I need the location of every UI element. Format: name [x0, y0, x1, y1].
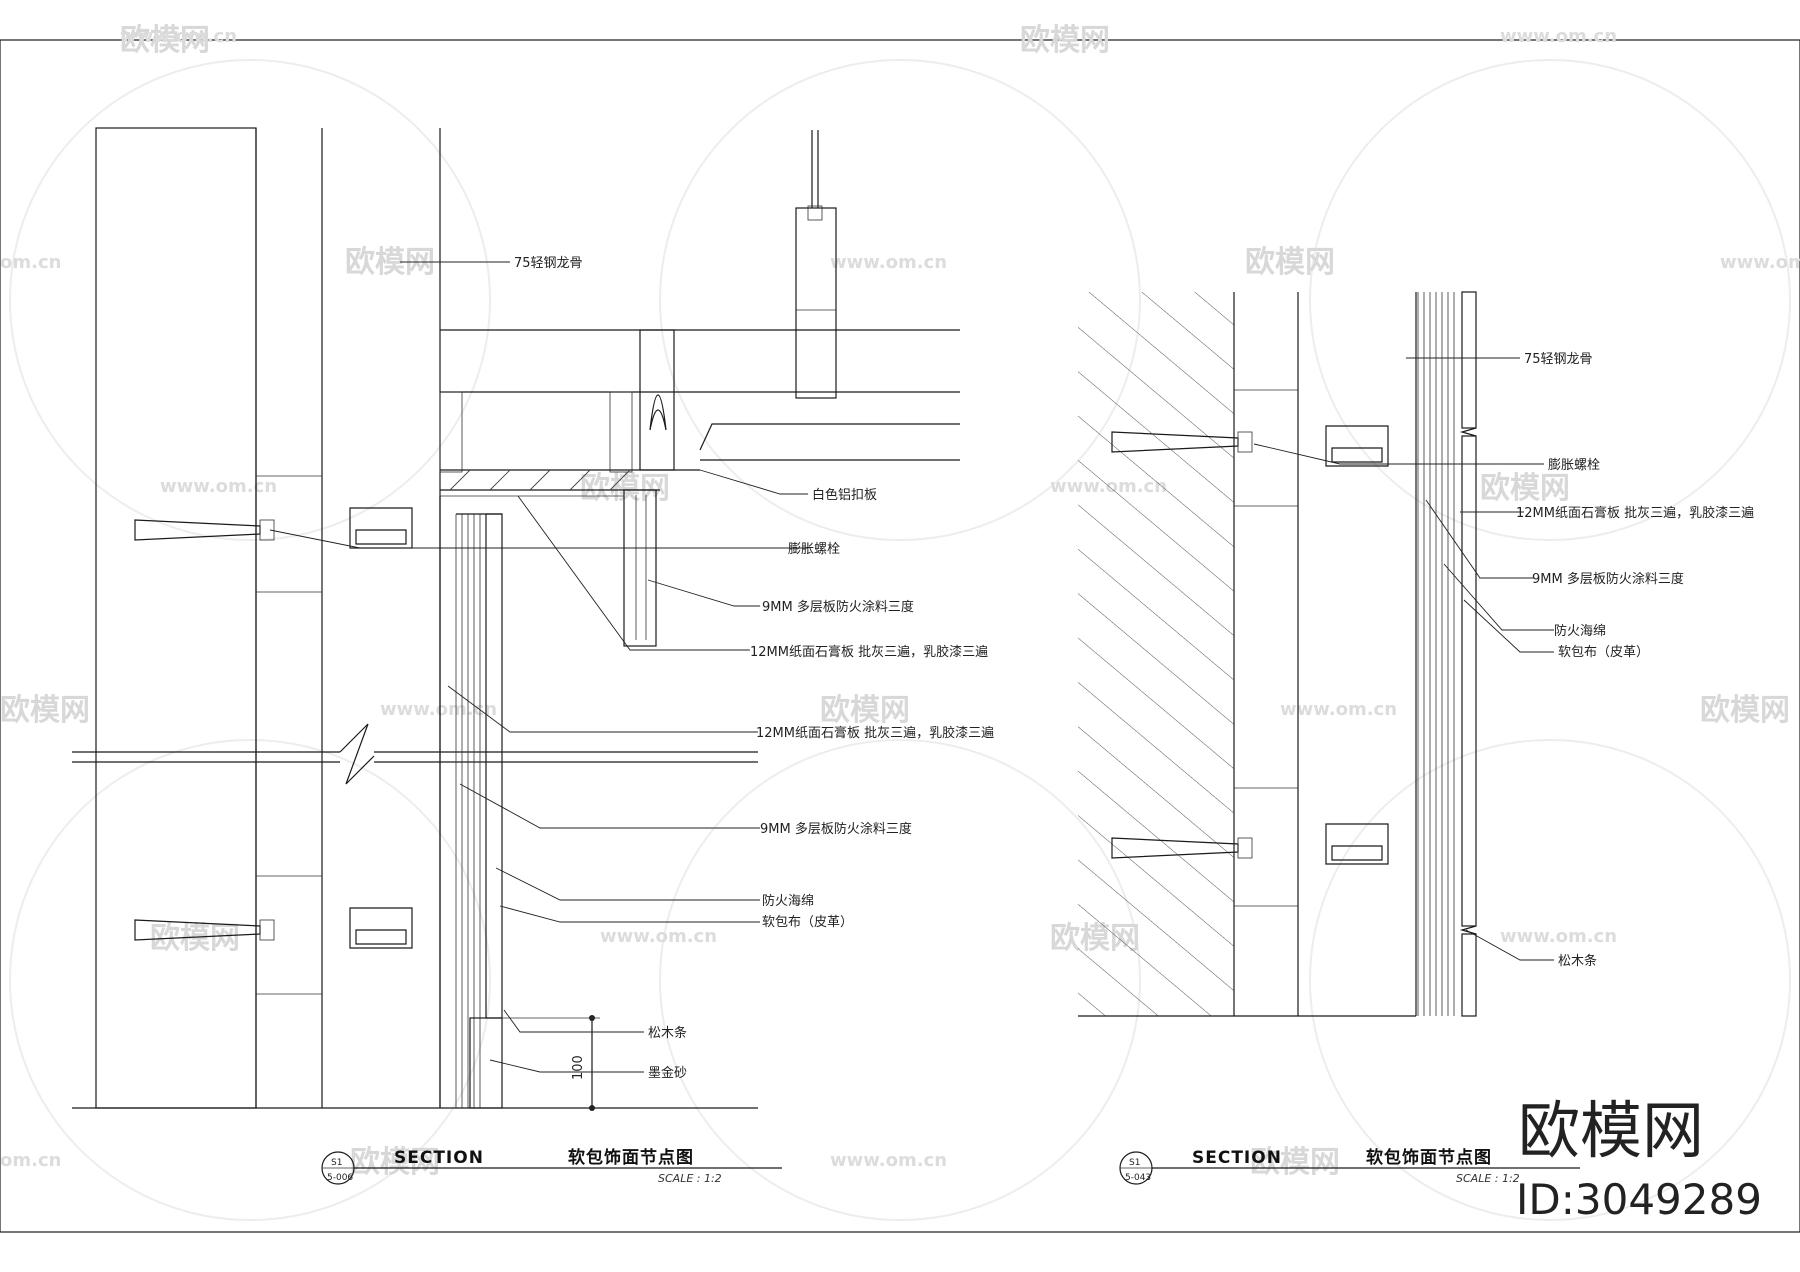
- left-label-gyp-top: 12MM纸面石膏板 批灰三遍，乳胶漆三遍: [750, 644, 988, 660]
- right-title-cn: 软包饰面节点图: [1366, 1147, 1492, 1168]
- watermark-url-2: www.om.cn: [120, 26, 237, 47]
- left-label-cloth: 软包布（皮革）: [762, 915, 853, 930]
- left-bracket-bottom: [349, 907, 413, 949]
- watermark-logo-2: 欧模网: [1020, 23, 1110, 58]
- left-label-stone: 墨金砂: [648, 1065, 687, 1081]
- left-ceiling-clip: [649, 394, 667, 431]
- watermark-url-1: www.om.cn: [1500, 26, 1617, 47]
- right-title: SECTION: [1192, 1148, 1282, 1168]
- right-bracket-top: [1325, 425, 1389, 467]
- right-tag-bottom: 5-043: [1125, 1173, 1151, 1183]
- right-bracket-bottom: [1325, 823, 1389, 865]
- right-label-keel: 75轻钢龙骨: [1524, 352, 1593, 367]
- right-fire-foam: [1461, 435, 1477, 927]
- right-label-cloth: 软包布（皮革）: [1558, 645, 1649, 660]
- left-label-gyp-mid: 12MM纸面石膏板 批灰三遍，乳胶漆三遍: [756, 725, 994, 741]
- watermark-url-4: om.cn: [0, 252, 61, 273]
- watermark-logo-7: 欧模网: [0, 693, 90, 728]
- left-dimension-100: 100: [571, 1055, 586, 1080]
- left-hanger-rod: [795, 207, 837, 399]
- watermark-logo-4: 欧模网: [1245, 245, 1335, 280]
- left-tag-bottom: 5-006: [327, 1173, 353, 1183]
- left-label-ply-mid: 9MM 多层板防火涂料三度: [760, 821, 912, 837]
- right-label-foam: 防火海绵: [1554, 623, 1606, 639]
- left-tag-top: S1: [331, 1158, 342, 1168]
- watermark-logo-13: 欧模网: [1250, 1145, 1340, 1180]
- left-label-pine: 松木条: [648, 1025, 687, 1041]
- watermark-logo-12: 欧模网: [350, 1145, 440, 1180]
- left-label-bolt: 膨胀螺栓: [788, 542, 840, 557]
- watermark-url-12: om.cn: [0, 1150, 61, 1171]
- left-label-foam: 防火海绵: [762, 893, 814, 909]
- watermark-logo-5: 欧模网: [580, 471, 670, 506]
- watermark-layer: 欧模网 欧模网 www.om.cn www.om.cn 欧模网 欧模网 www.…: [0, 23, 1800, 1221]
- left-expansion-bolt-bottom: [134, 919, 275, 941]
- brand-id: ID:3049289: [1516, 1175, 1762, 1224]
- left-fire-foam: [485, 513, 503, 1019]
- left-title: SECTION: [394, 1148, 484, 1168]
- watermark-url-10: www.om.cn: [600, 926, 717, 947]
- right-label-bolt: 膨胀螺栓: [1548, 458, 1600, 473]
- watermark-logo-8: 欧模网: [820, 693, 910, 728]
- right-scale: SCALE : 1:2: [1456, 1172, 1520, 1185]
- right-title-block: S1 5-043 SECTION 软包饰面节点图 SCALE : 1:2: [1119, 1147, 1580, 1185]
- watermark-url-3: www.om.cn: [830, 252, 947, 273]
- left-label-ply-top: 9MM 多层板防火涂料三度: [762, 599, 914, 615]
- left-label-keel: 75轻钢龙骨: [514, 256, 583, 271]
- right-label-pine: 松木条: [1558, 953, 1597, 969]
- brand-logo-text: 欧模网: [1518, 1094, 1704, 1167]
- right-section-detail: 75轻钢龙骨 膨胀螺栓 12MM纸面石膏板 批灰三遍，乳胶漆三遍 9MM 多层板…: [1078, 291, 1754, 1185]
- watermark-logo-3: 欧模网: [345, 245, 435, 280]
- right-expansion-bolt-top: [1111, 431, 1253, 453]
- right-tag-top: S1: [1129, 1158, 1140, 1168]
- left-ceiling-drop-board: [623, 489, 657, 647]
- watermark-logo-1: 欧模网: [120, 23, 210, 58]
- watermark-url-9: www.om.cn: [1280, 699, 1397, 720]
- watermark-url-13: www.om.cn: [830, 1150, 947, 1171]
- right-label-gyp: 12MM纸面石膏板 批灰三遍，乳胶漆三遍: [1516, 505, 1754, 521]
- left-expansion-bolt-top: [134, 519, 275, 541]
- left-title-cn: 软包饰面节点图: [568, 1147, 694, 1168]
- right-masonry-wall: [1078, 292, 1234, 1016]
- left-label-alum: 白色铝扣板: [812, 487, 877, 503]
- left-scale: SCALE : 1:2: [658, 1172, 722, 1185]
- right-label-ply: 9MM 多层板防火涂料三度: [1532, 571, 1684, 587]
- watermark-url-6: www.om.cn: [160, 476, 277, 497]
- left-masonry-wall: [95, 127, 257, 1109]
- watermark-url-5: www.om.cn: [1720, 252, 1800, 273]
- sheet-border: [0, 39, 1800, 1233]
- watermark-url-11: www.om.cn: [1500, 926, 1617, 947]
- watermark-logo-9: 欧模网: [1700, 693, 1790, 728]
- left-section-detail: 100 75轻钢龙骨 白色铝扣板 膨胀螺栓 9MM 多层板防火涂料三度 12MM…: [72, 127, 994, 1185]
- left-title-block: S1 5-006 SECTION 软包饰面节点图 SCALE : 1:2: [321, 1147, 782, 1185]
- right-expansion-bolt-bottom: [1111, 837, 1253, 859]
- watermark-logo-6: 欧模网: [1480, 471, 1570, 506]
